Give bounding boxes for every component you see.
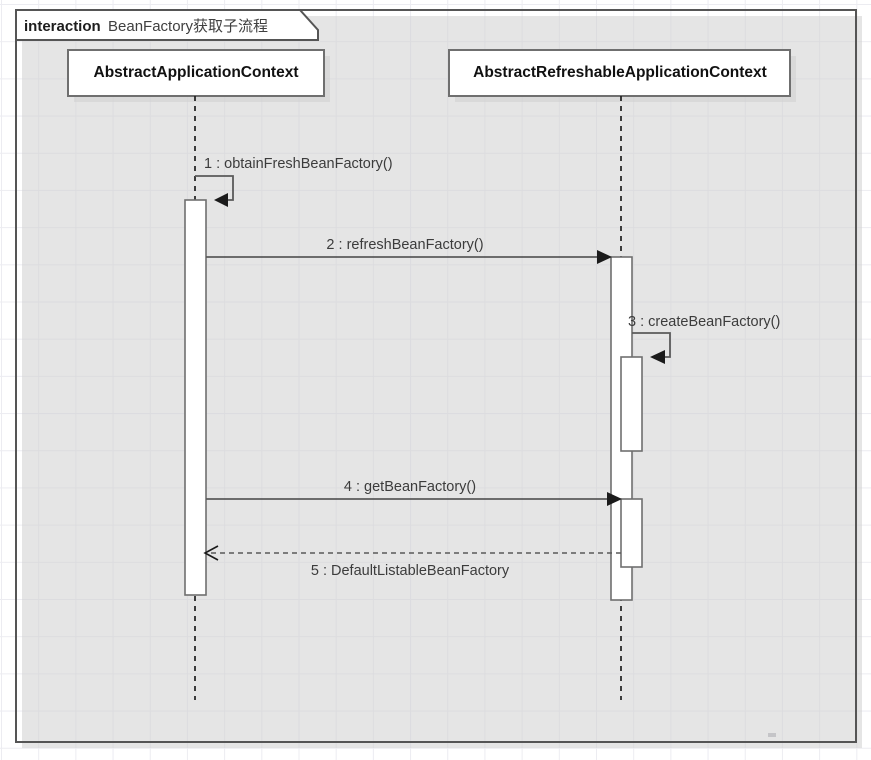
frame-name: BeanFactory获取子流程 <box>108 18 268 35</box>
message-4-label: 4 : getBeanFactory() <box>344 479 476 495</box>
message-2-label: 2 : refreshBeanFactory() <box>326 237 483 253</box>
message-1-arrowhead <box>214 193 228 207</box>
frame-label-tab <box>15 9 319 41</box>
message-4-arrowhead <box>607 492 622 506</box>
interaction-frame: interaction BeanFactory获取子流程 <box>15 9 862 748</box>
message-3-createbeanfactory[interactable]: 3 : createBeanFactory() <box>628 314 780 364</box>
message-1-obtainfreshbeanfactory[interactable]: 1 : obtainFreshBeanFactory() <box>195 156 393 207</box>
lifeline-head-2[interactable] <box>448 49 791 97</box>
activation-bar-context <box>184 199 207 596</box>
message-5-arrowhead <box>203 545 219 561</box>
lifeline-head-1[interactable] <box>67 49 325 97</box>
lifeline-abstractrefreshableapplicationcontext[interactable]: AbstractRefreshableApplicationContext <box>448 49 796 700</box>
message-2-arrowhead <box>597 250 612 264</box>
message-3-arrowhead <box>650 350 665 364</box>
message-3-label: 3 : createBeanFactory() <box>628 314 780 330</box>
render-artifact <box>768 733 776 737</box>
message-2-refreshbeanfactory[interactable]: 2 : refreshBeanFactory() <box>206 237 612 264</box>
lifeline-label-2: AbstractRefreshableApplicationContext <box>473 64 767 81</box>
frame-keyword: interaction <box>24 18 101 35</box>
activation-bar-refreshable-nested-get <box>620 498 643 568</box>
frame-shadow <box>22 16 862 748</box>
lifeline-label-1: AbstractApplicationContext <box>94 64 299 81</box>
message-4-getbeanfactory[interactable]: 4 : getBeanFactory() <box>206 479 622 506</box>
message-5-defaultlistablebeanfactory[interactable]: 5 : DefaultListableBeanFactory <box>203 545 621 579</box>
frame-border <box>15 9 857 743</box>
message-5-label: 5 : DefaultListableBeanFactory <box>311 563 510 579</box>
message-1-label: 1 : obtainFreshBeanFactory() <box>204 156 393 172</box>
activation-bar-refreshable-nested-create <box>620 356 643 452</box>
